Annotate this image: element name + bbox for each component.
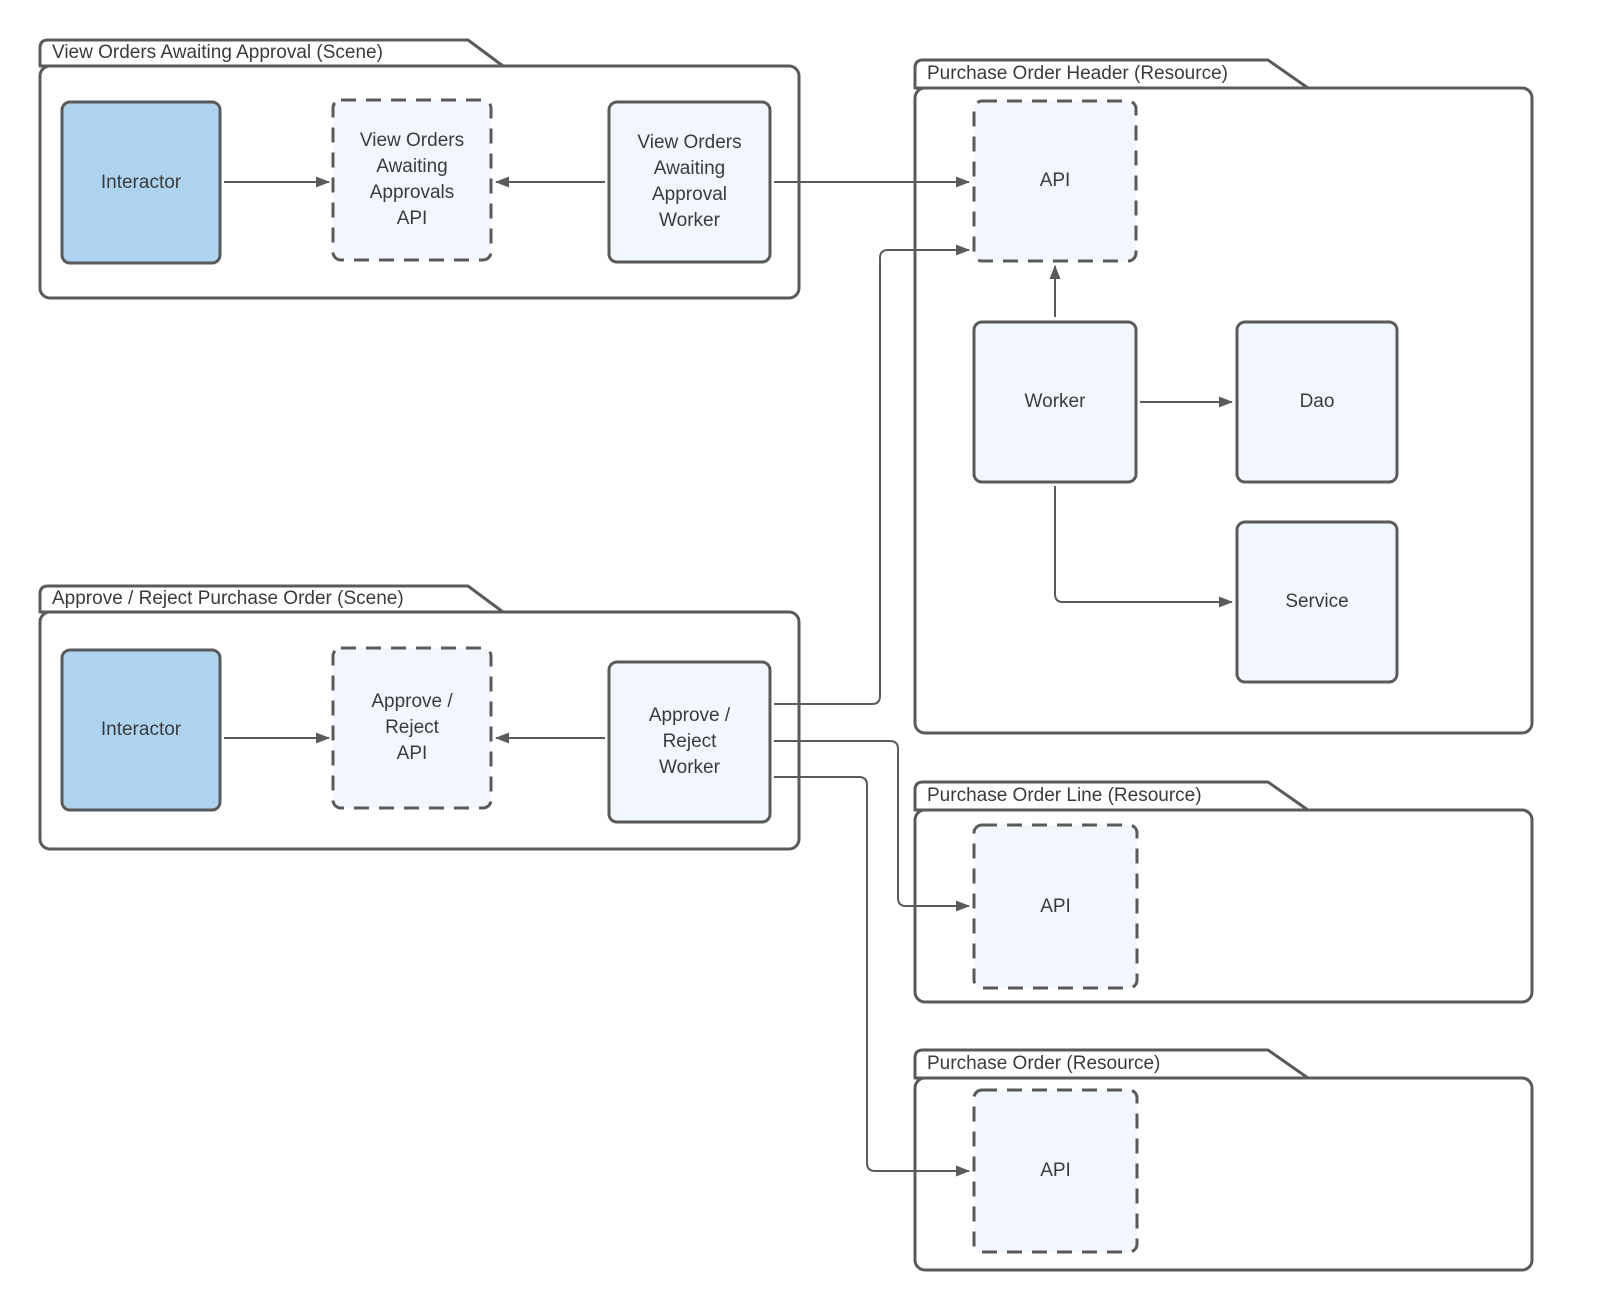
node-interactor-1 xyxy=(60,100,222,265)
node-approve-reject-worker xyxy=(607,660,772,824)
view-orders-scene-tab xyxy=(38,38,505,68)
po-header-resource-tab xyxy=(913,58,1310,90)
connector-worker2-to-header-api xyxy=(774,244,970,705)
node-view-orders-worker xyxy=(607,100,772,264)
approve-reject-scene-tab xyxy=(38,584,505,614)
connector-worker2-to-poline-api xyxy=(774,740,970,912)
po-resource-tab xyxy=(913,1048,1310,1080)
node-header-api xyxy=(972,99,1138,263)
node-approve-reject-api xyxy=(331,646,493,810)
node-view-orders-api xyxy=(331,98,493,262)
node-dao xyxy=(1235,320,1399,484)
po-line-resource-tab xyxy=(913,780,1310,812)
connectors xyxy=(224,176,1233,1177)
node-po-api xyxy=(972,1088,1139,1254)
connector-worker2-to-po-api xyxy=(774,776,970,1177)
connector-headerworker-to-service xyxy=(1054,486,1233,608)
node-service xyxy=(1235,520,1399,684)
node-po-line-api xyxy=(972,823,1139,990)
node-header-worker xyxy=(972,320,1138,484)
node-interactor-2 xyxy=(60,648,222,812)
